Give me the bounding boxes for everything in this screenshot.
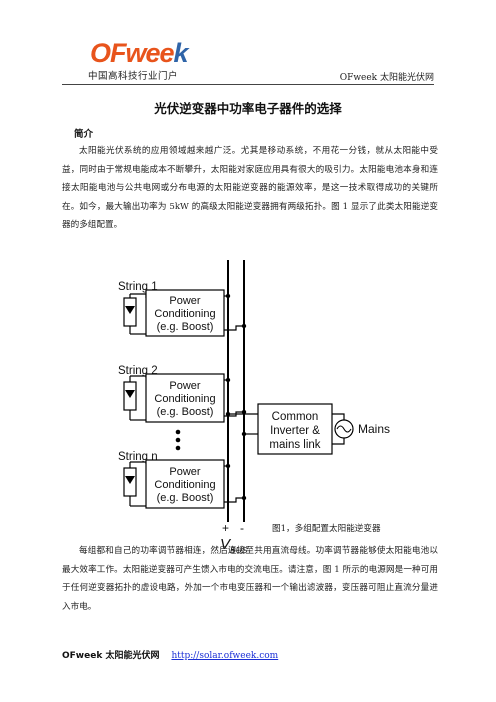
svg-text:Conditioning: Conditioning bbox=[154, 393, 215, 405]
svg-text:mains link: mains link bbox=[269, 439, 320, 451]
header-divider bbox=[62, 84, 434, 85]
header-site-name: OFweek 太阳能光伏网 bbox=[339, 73, 434, 83]
svg-text:Conditioning: Conditioning bbox=[154, 479, 215, 491]
bus-minus-label: - bbox=[240, 521, 244, 535]
svg-text:Common: Common bbox=[272, 411, 319, 423]
svg-text:(e.g. Boost): (e.g. Boost) bbox=[157, 321, 214, 333]
intro-paragraph: 太阳能光伏系统的应用领域越来越广泛。尤其是移动系统，不用花一分钱，就从太阳能中受… bbox=[62, 146, 438, 230]
ellipsis-dot bbox=[175, 445, 181, 451]
article-title: 光伏逆变器中功率电子器件的选择 bbox=[154, 101, 342, 116]
mains-label: Mains bbox=[358, 422, 390, 436]
figure-caption: 图1，多组配置太阳能逆变器 bbox=[272, 524, 381, 534]
vbus-label: V bbox=[220, 536, 232, 553]
ellipsis-dot bbox=[175, 429, 181, 435]
svg-text:(e.g. Boost): (e.g. Boost) bbox=[157, 406, 214, 418]
ac-source-icon bbox=[334, 419, 354, 439]
svg-text:Power: Power bbox=[169, 380, 201, 392]
footer-url-link[interactable]: http://solar.ofweek.com bbox=[171, 651, 279, 661]
string-2-panel-icon bbox=[123, 381, 137, 411]
power-conditioning-block-n bbox=[145, 459, 225, 509]
power-conditioning-block-2 bbox=[145, 373, 225, 423]
body-paragraph: 每组都和自己的功率调节器相连，然后连接至共用直流母线。功率调节器能够使太阳能电池… bbox=[62, 546, 438, 612]
page-footer: OFweek 太阳能光伏网 http://solar.ofweek.com bbox=[62, 648, 278, 661]
ellipsis-dot bbox=[175, 437, 181, 443]
bus-plus-label: + bbox=[222, 521, 229, 535]
string-1-panel-icon bbox=[123, 297, 137, 327]
multi-string-inverter-diagram: String 1 Power Conditioning (e.g. Boost)… bbox=[116, 260, 406, 556]
svg-text:Inverter &: Inverter & bbox=[270, 425, 320, 437]
common-inverter-block bbox=[257, 403, 333, 455]
svg-text:Power: Power bbox=[169, 295, 201, 307]
footer-brand: OFweek 太阳能光伏网 bbox=[62, 651, 160, 661]
section-heading: 简介 bbox=[74, 129, 94, 140]
vbus-subscript: BUS bbox=[230, 545, 248, 555]
logo-subtitle: 中国高科技行业门户 bbox=[88, 71, 179, 82]
svg-text:Conditioning: Conditioning bbox=[154, 308, 215, 320]
string-n-panel-icon bbox=[123, 467, 137, 497]
ofweek-logo: OFweek bbox=[90, 38, 189, 68]
power-conditioning-block-1 bbox=[145, 289, 225, 337]
svg-text:(e.g. Boost): (e.g. Boost) bbox=[157, 492, 214, 504]
page-header: OFweek 中国高科技行业门户 OFweek 太阳能光伏网 bbox=[62, 34, 434, 84]
svg-text:Power: Power bbox=[169, 466, 201, 478]
